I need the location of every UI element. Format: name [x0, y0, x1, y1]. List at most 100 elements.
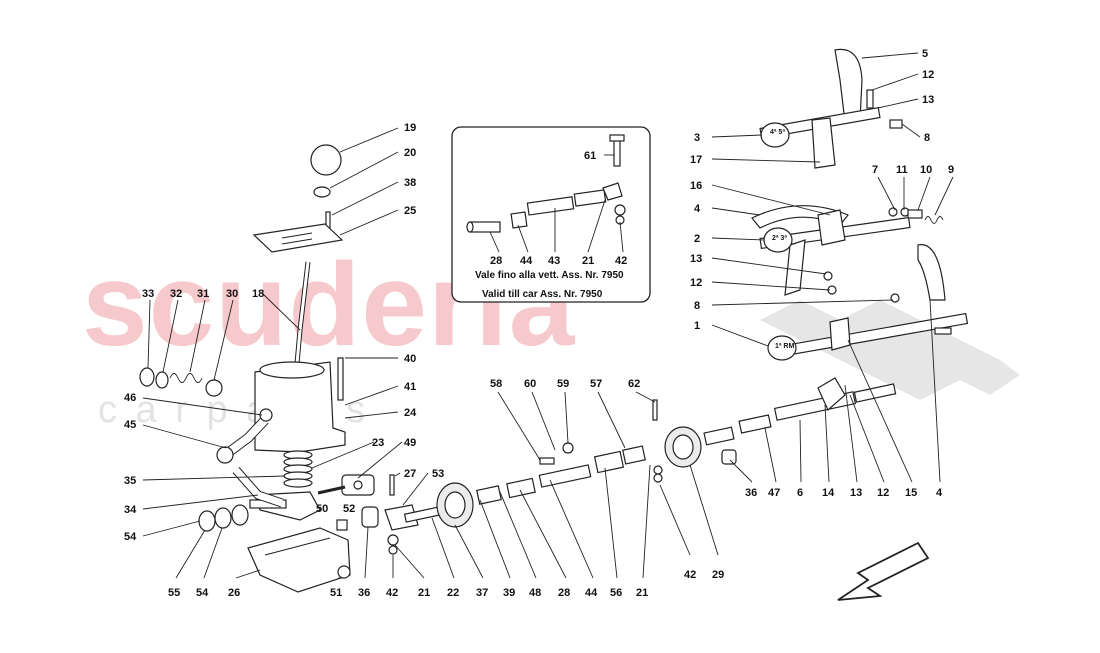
callout-4: 4	[936, 487, 943, 499]
direction-arrow-icon	[837, 541, 930, 601]
callout-3: 3	[694, 132, 700, 144]
callout-59: 59	[557, 378, 569, 390]
bracket-14	[817, 377, 846, 411]
gate-plate	[252, 223, 344, 253]
callout-39: 39	[503, 587, 515, 599]
fork-label-23: 2ª 3ª	[772, 235, 787, 242]
callout-9: 9	[948, 164, 954, 176]
callout-44: 44	[585, 587, 598, 599]
spring-stack	[283, 450, 313, 488]
callout-61: 61	[584, 150, 596, 162]
callout-33: 33	[142, 288, 154, 300]
callout-numbers: 5 12 13 3 8 17 7 11 10 9 16 4 2 13 12 8 …	[124, 48, 954, 599]
callout-25: 25	[404, 205, 416, 217]
callout-13: 13	[690, 253, 702, 265]
callout-53: 53	[432, 468, 444, 480]
callout-13: 13	[922, 94, 934, 106]
callout-5: 5	[922, 48, 928, 60]
linkage-rod-45	[216, 408, 273, 464]
callout-6: 6	[797, 487, 803, 499]
bolt-27	[389, 474, 395, 496]
washer-58	[539, 457, 555, 465]
inset-note-italian: Vale fino alla vett. Ass. Nr. 7950	[475, 270, 624, 281]
callout-7: 7	[872, 164, 878, 176]
ball-detent-parts	[139, 367, 223, 397]
callout-58: 58	[490, 378, 502, 390]
callout-13: 13	[850, 487, 862, 499]
callout-19: 19	[404, 122, 416, 134]
callout-15: 15	[905, 487, 917, 499]
bush-36-right	[721, 449, 737, 465]
callout-10: 10	[920, 164, 932, 176]
shift-housing	[254, 357, 346, 453]
callout-45: 45	[124, 419, 136, 431]
nut-21	[388, 545, 398, 555]
callout-56: 56	[610, 587, 622, 599]
link-53	[384, 504, 419, 531]
spacer-50	[336, 519, 348, 531]
callout-54: 54	[124, 531, 137, 543]
callout-60: 60	[524, 378, 536, 390]
callout-21: 21	[418, 587, 430, 599]
callout-46: 46	[124, 392, 136, 404]
checkered-flag-logo	[760, 300, 1020, 400]
callout-43: 43	[548, 255, 560, 267]
callout-42: 42	[684, 569, 696, 581]
callout-30: 30	[226, 288, 238, 300]
callout-17: 17	[690, 154, 702, 166]
callout-55: 55	[168, 587, 180, 599]
callout-18: 18	[252, 288, 264, 300]
callout-34: 34	[124, 504, 137, 516]
callout-50: 50	[316, 503, 328, 515]
callout-21: 21	[636, 587, 648, 599]
callout-47: 47	[768, 487, 780, 499]
leader-lines	[142, 52, 954, 579]
callout-49: 49	[404, 437, 416, 449]
callout-54: 54	[196, 587, 209, 599]
inset-rod-assembly	[466, 134, 626, 233]
callout-21: 21	[582, 255, 594, 267]
callout-62: 62	[628, 378, 640, 390]
inset-box	[451, 126, 651, 303]
callout-57: 57	[590, 378, 602, 390]
callout-22: 22	[447, 587, 459, 599]
bushings-54-55	[198, 504, 249, 532]
callout-27: 27	[404, 468, 416, 480]
bolt-62	[652, 399, 658, 421]
callout-12: 12	[690, 277, 702, 289]
nut-42	[653, 473, 663, 483]
callout-12: 12	[877, 487, 889, 499]
callout-8: 8	[694, 300, 700, 312]
callout-16: 16	[690, 180, 702, 192]
callout-23: 23	[372, 437, 384, 449]
callout-26: 26	[228, 587, 240, 599]
callout-14: 14	[822, 487, 835, 499]
callout-42: 42	[386, 587, 398, 599]
callout-8: 8	[924, 132, 930, 144]
callout-48: 48	[529, 587, 541, 599]
fork-label-1rm: 1ª RM	[775, 343, 794, 350]
callout-32: 32	[170, 288, 182, 300]
nut-51	[337, 565, 351, 579]
callout-20: 20	[404, 147, 416, 159]
callout-1: 1	[694, 320, 700, 332]
callout-52: 52	[343, 503, 355, 515]
callout-41: 41	[404, 381, 416, 393]
callout-28: 28	[490, 255, 502, 267]
callout-51: 51	[330, 587, 342, 599]
fork-1: 1ª RM	[767, 244, 969, 361]
callout-38: 38	[404, 177, 416, 189]
callout-24: 24	[404, 407, 417, 419]
main-shift-rod	[403, 383, 897, 528]
callout-31: 31	[197, 288, 209, 300]
callout-12: 12	[922, 69, 934, 81]
callout-4: 4	[694, 203, 701, 215]
inset-note-english: Valid till car Ass. Nr. 7950	[482, 289, 603, 300]
callout-36: 36	[358, 587, 370, 599]
callout-2: 2	[694, 233, 700, 245]
callout-40: 40	[404, 353, 416, 365]
ring-59	[562, 442, 574, 454]
bush-36	[361, 506, 379, 528]
